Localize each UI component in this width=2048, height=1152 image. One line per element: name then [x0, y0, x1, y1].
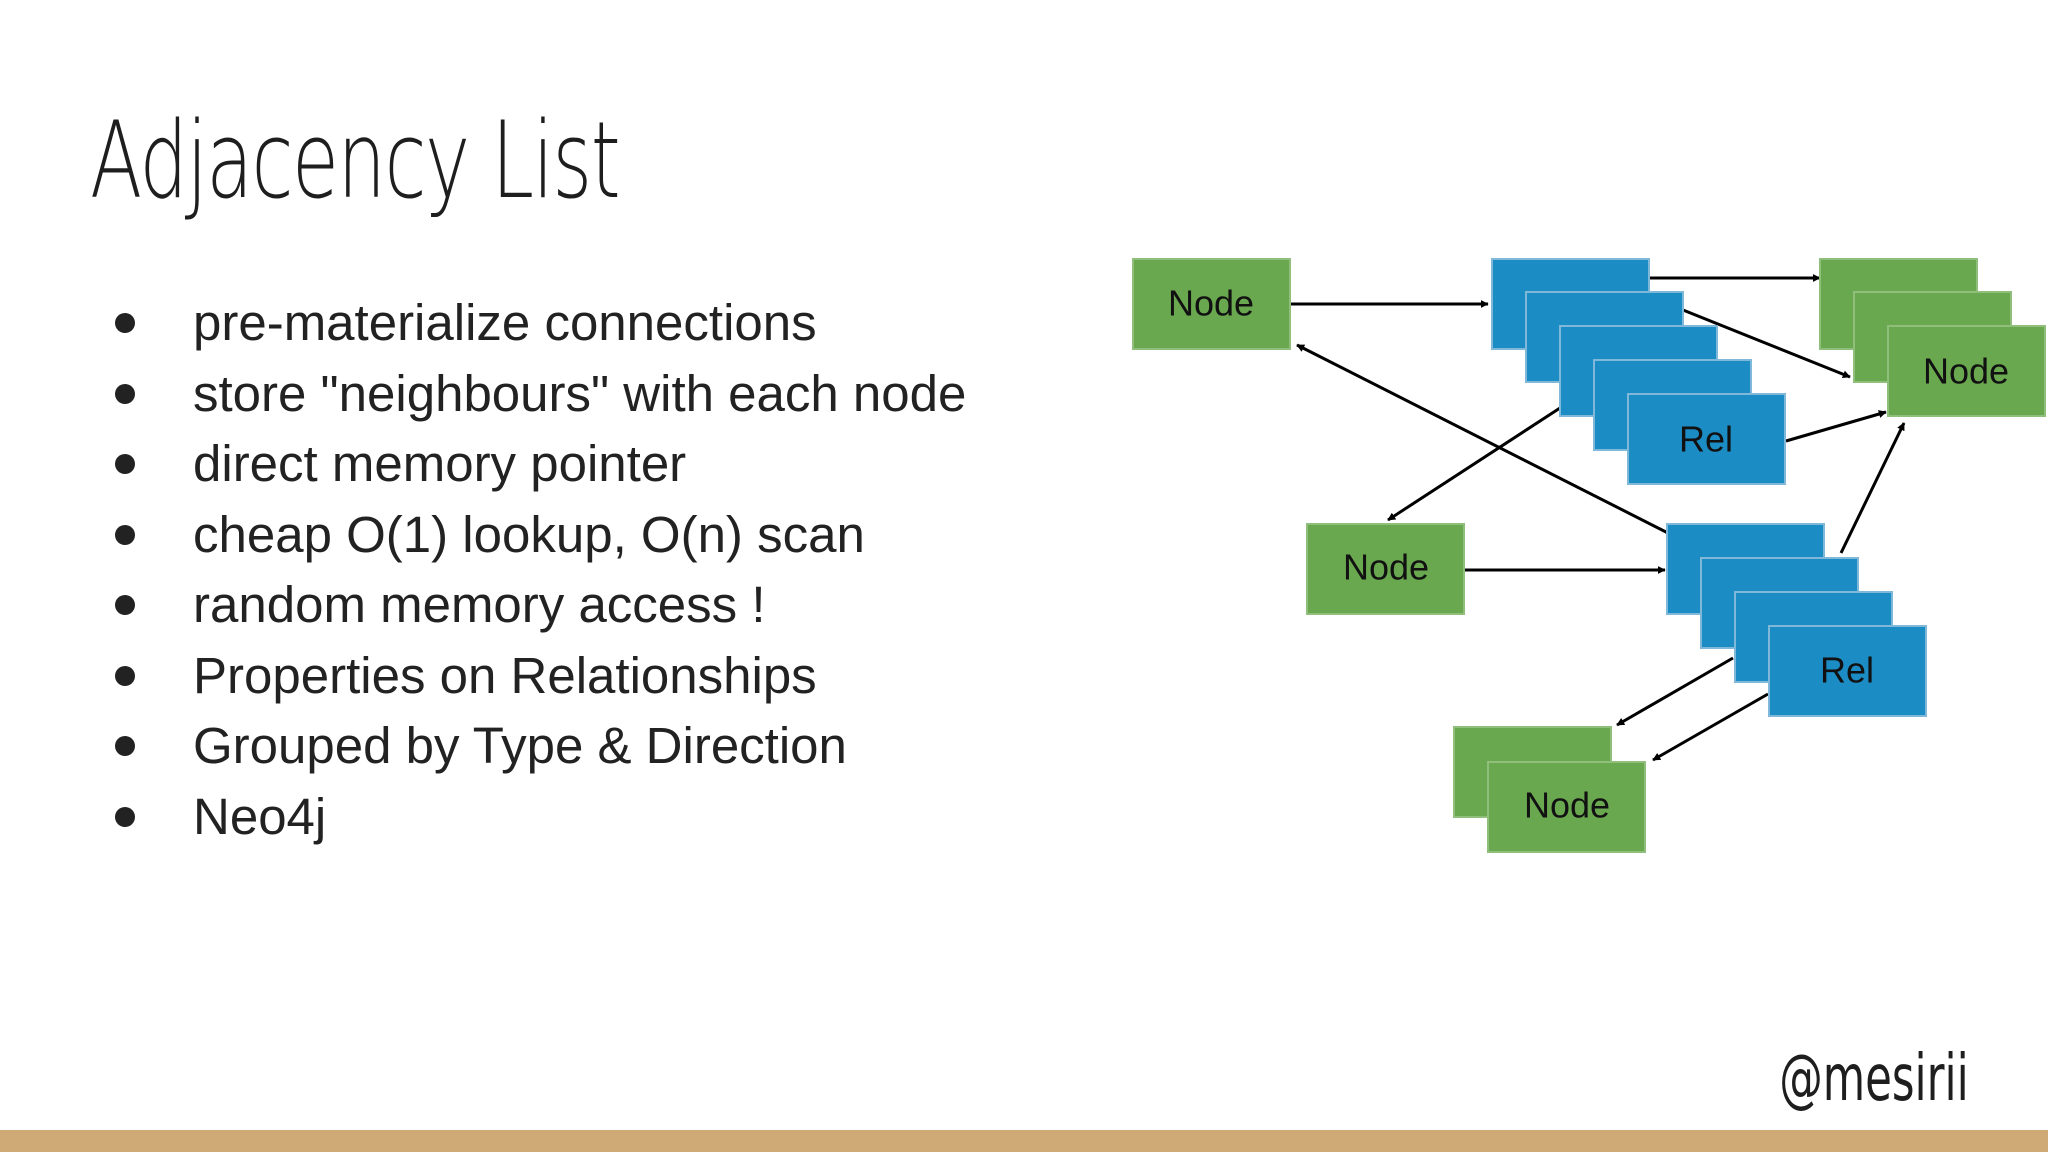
slide-title: Adjacency List — [90, 99, 621, 222]
bullet-text: store "neighbours" with each node — [193, 364, 967, 422]
edge-rel-to-node — [1682, 308, 1851, 379]
bullet-text: Grouped by Type & Direction — [193, 717, 847, 774]
node-box-group: Node — [1132, 258, 1291, 350]
bullet-text: pre-materialize connections — [193, 294, 817, 351]
edge-rel-to-node — [1387, 406, 1561, 522]
bullet-dot-icon — [115, 665, 135, 686]
bullet-item: Grouped by Type & Direction — [105, 711, 966, 782]
rel-stack: Rel — [1491, 258, 1786, 485]
bullet-item: store "neighbours" with each node — [105, 359, 966, 430]
rel-box — [1768, 625, 1927, 717]
bullet-text: cheap O(1) lookup, O(n) scan — [193, 505, 865, 563]
bullet-item: direct memory pointer — [105, 429, 966, 500]
node-stack: Node — [1819, 258, 2046, 417]
bullet-text: Neo4j — [193, 787, 327, 845]
edge-rel-to-node — [1652, 692, 1769, 762]
bullet-dot-icon — [115, 806, 135, 827]
bullet-dot-icon — [115, 383, 135, 404]
rel-stack: Rel — [1666, 523, 1927, 717]
bullet-item: random memory access ! — [105, 570, 966, 641]
node-box-group: Node — [1306, 523, 1465, 615]
bullet-list: pre-materialize connections store "neigh… — [105, 288, 966, 852]
bullet-dot-icon — [115, 595, 135, 616]
bullet-text: random memory access ! — [193, 576, 766, 633]
node-label: Node — [1343, 547, 1429, 588]
bullet-item: pre-materialize connections — [105, 288, 966, 359]
bullet-dot-icon — [115, 524, 135, 545]
edge-rel-to-node — [1785, 410, 1887, 443]
rel-label: Rel — [1679, 419, 1733, 460]
edge-rel-to-node — [1616, 656, 1734, 727]
rel-label: Rel — [1820, 650, 1874, 691]
bullet-dot-icon — [115, 454, 135, 475]
node-box — [1487, 761, 1646, 853]
author-handle: @mesirii — [1779, 1042, 1969, 1116]
bullet-item: Neo4j — [105, 782, 966, 853]
node-box — [1306, 523, 1465, 615]
bullet-dot-icon — [115, 313, 135, 334]
rel-box — [1627, 393, 1786, 485]
node-label: Node — [1923, 351, 2009, 392]
bullet-text: direct memory pointer — [193, 435, 687, 492]
node-label: Node — [1524, 785, 1610, 826]
node-stack: Node — [1453, 726, 1646, 853]
node-box — [1887, 325, 2046, 417]
bullet-text: Properties on Relationships — [193, 646, 817, 704]
bullet-item: cheap O(1) lookup, O(n) scan — [105, 500, 966, 571]
node-box — [1132, 258, 1291, 350]
edge-rel-to-node — [1296, 343, 1669, 535]
edge-rel-to-node — [1839, 422, 1906, 554]
bullet-dot-icon — [115, 736, 135, 757]
edge-group — [1290, 274, 1906, 762]
bullet-item: Properties on Relationships — [105, 641, 966, 712]
node-label: Node — [1168, 283, 1254, 324]
footer-bar — [0, 1130, 2048, 1152]
